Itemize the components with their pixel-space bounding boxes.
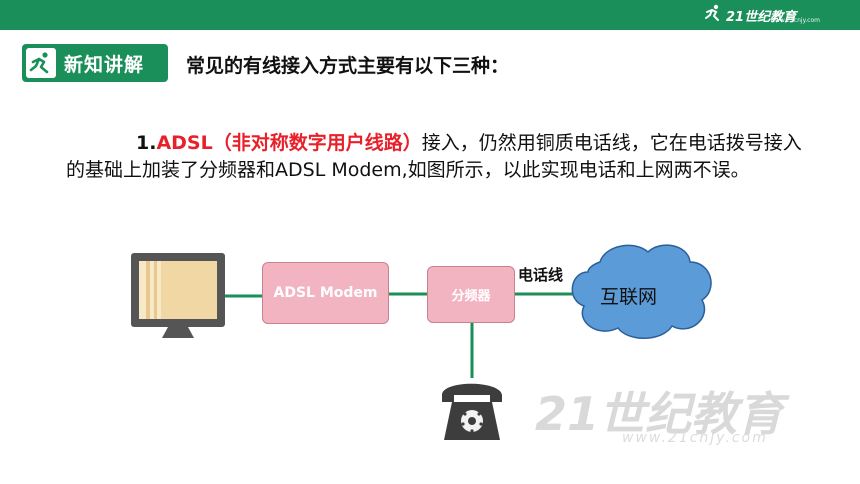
adsl-paragraph: 1.ADSL（非对称数字用户线路）接入，仍然用铜质电话线，它在电话拨号接入的基础… bbox=[66, 130, 806, 184]
adsl-term: ADSL（非对称数字用户线路） bbox=[156, 132, 422, 154]
adsl-modem-box: ADSL Modem bbox=[262, 262, 389, 324]
adsl-description: 接入，仍然用铜质电话线，它在电话拨号接入的基础上加装了分频器和ADSL Mode… bbox=[66, 132, 802, 181]
brand-logo-text: 21世纪教育 bbox=[726, 9, 797, 25]
telephone-icon bbox=[442, 383, 502, 440]
runner-icon bbox=[26, 48, 56, 78]
brand-logo: 21世纪教育 www.21cnjy.com bbox=[704, 4, 820, 26]
brand-logo-url: www.21cnjy.com bbox=[770, 16, 820, 24]
adsl-modem-label: ADSL Modem bbox=[273, 285, 378, 301]
section-badge-label: 新知讲解 bbox=[64, 53, 145, 76]
internet-label: 互联网 bbox=[600, 286, 658, 308]
splitter-box: 分频器 bbox=[427, 266, 515, 323]
phone-line-label: 电话线 bbox=[518, 266, 564, 284]
watermark-url: www.21cnjy.com bbox=[622, 430, 768, 446]
section-title: 常见的有线接入方式主要有以下三种： bbox=[186, 55, 510, 77]
item-number: 1. bbox=[136, 132, 157, 154]
watermark-logo: 21世纪教育 bbox=[535, 387, 784, 441]
section-badge: 新知讲解 bbox=[22, 44, 168, 82]
internet-cloud-icon bbox=[571, 244, 712, 339]
runner-logo-icon bbox=[704, 4, 722, 26]
splitter-label: 分频器 bbox=[451, 289, 491, 304]
computer-icon bbox=[131, 253, 225, 338]
top-bar: 21世纪教育 www.21cnjy.com bbox=[0, 0, 860, 30]
